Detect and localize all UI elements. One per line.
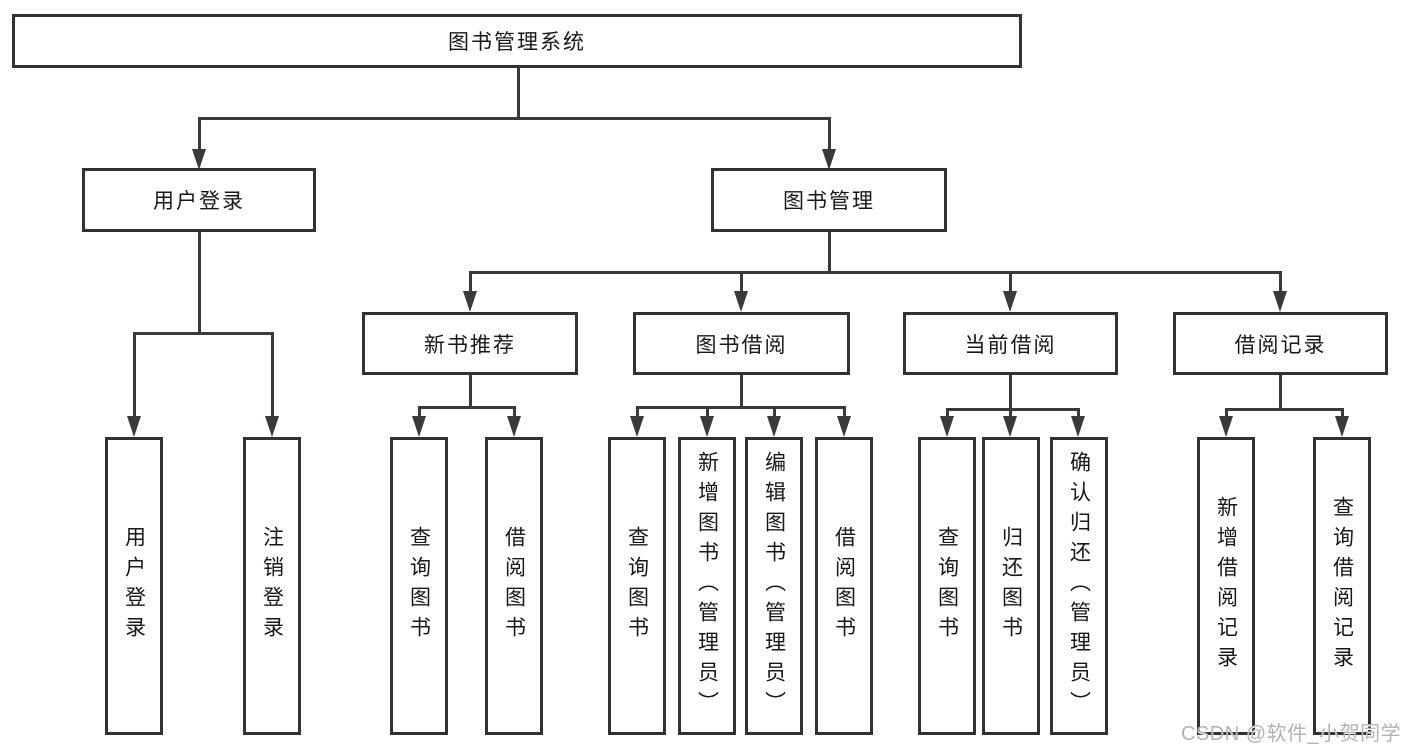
arrowhead-down-icon [1003, 291, 1017, 312]
connector-line [418, 406, 515, 409]
arrowhead-down-icon [837, 416, 851, 437]
leaf-query-book-label: 查询图书 [625, 526, 649, 646]
node-borrow-records-label: 借阅记录 [1234, 333, 1327, 357]
connector-line [1225, 408, 1344, 411]
connector-line [1009, 408, 1012, 420]
connector-line [636, 406, 845, 409]
leaf-add-book-admin: 新增图书（管理员） [678, 437, 736, 735]
leaf-borrow-book-label: 借阅图书 [832, 526, 856, 646]
leaf-logout-label: 注销登录 [260, 526, 284, 646]
connector-line [1279, 373, 1282, 410]
node-new-book-recommend-label: 新书推荐 [424, 333, 516, 357]
leaf-add-borrow-record-label: 新增借阅记录 [1214, 496, 1238, 676]
leaf-edit-book-admin-label: 编辑图书（管理员） [762, 451, 786, 721]
node-book-management: 图书管理 [711, 168, 947, 232]
connector-line [469, 271, 1281, 274]
leaf-return-book-label: 归还图书 [999, 526, 1023, 646]
leaf-user-login: 用户登录 [105, 437, 163, 735]
leaf-add-borrow-record: 新增借阅记录 [1197, 437, 1255, 735]
leaf-confirm-return-admin-label: 确认归还（管理员） [1067, 451, 1091, 721]
leaf-edit-book-admin: 编辑图书（管理员） [745, 437, 803, 735]
connector-line [271, 332, 274, 418]
connector-line [740, 373, 743, 408]
node-current-borrowing: 当前借阅 [903, 312, 1118, 375]
arrowhead-down-icon [734, 291, 748, 312]
node-user-login-label: 用户登录 [153, 190, 245, 213]
node-book-borrowing-label: 图书借阅 [695, 333, 788, 357]
arrowhead-down-icon [463, 291, 477, 312]
connector-line [828, 230, 831, 273]
arrowhead-down-icon [767, 416, 781, 437]
connector-line [469, 373, 472, 408]
node-user-login: 用户登录 [82, 168, 316, 232]
arrowhead-down-icon [507, 416, 521, 437]
leaf-borrow-book: 借阅图书 [815, 437, 873, 735]
connector-line [706, 406, 709, 420]
connector-line [740, 271, 743, 293]
arrowhead-down-icon [1003, 416, 1017, 437]
leaf-confirm-return-admin: 确认归还（管理员） [1050, 437, 1108, 735]
arrowhead-down-icon [630, 416, 644, 437]
connector-line [133, 332, 136, 418]
leaf-query-book-recommend: 查询图书 [390, 437, 448, 735]
node-root: 图书管理系统 [12, 14, 1022, 68]
connector-line [1009, 373, 1012, 410]
leaf-query-borrow-record: 查询借阅记录 [1313, 437, 1371, 735]
arrowhead-down-icon [265, 416, 279, 437]
connector-line [1279, 271, 1282, 293]
connector-line [1341, 408, 1344, 420]
arrowhead-down-icon [192, 149, 206, 170]
leaf-borrow-book-recommend: 借阅图书 [485, 437, 543, 735]
node-current-borrowing-label: 当前借阅 [964, 333, 1057, 357]
leaf-user-login-label: 用户登录 [122, 526, 146, 646]
connector-line [636, 406, 639, 420]
node-root-label: 图书管理系统 [448, 31, 586, 54]
connector-line [946, 408, 1079, 411]
connector-line [198, 117, 831, 120]
csdn-watermark: CSDN @软件_小贺同学 [1181, 723, 1402, 745]
arrowhead-down-icon [700, 416, 714, 437]
node-new-book-recommend: 新书推荐 [362, 312, 578, 375]
leaf-query-book-current: 查询图书 [918, 437, 976, 735]
node-borrow-records: 借阅记录 [1173, 312, 1388, 375]
leaf-logout: 注销登录 [243, 437, 301, 735]
leaf-query-book-current-label: 查询图书 [935, 526, 959, 646]
arrowhead-down-icon [1219, 416, 1233, 437]
arrowhead-down-icon [822, 149, 836, 170]
leaf-add-book-admin-label: 新增图书（管理员） [695, 451, 719, 721]
arrowhead-down-icon [412, 416, 426, 437]
leaf-query-borrow-record-label: 查询借阅记录 [1330, 496, 1354, 676]
leaf-query-book-recommend-label: 查询图书 [407, 526, 431, 646]
node-book-borrowing: 图书借阅 [633, 312, 850, 375]
connector-line [517, 66, 520, 118]
arrowhead-down-icon [1071, 416, 1085, 437]
connector-line [946, 408, 949, 420]
connector-line [198, 117, 201, 151]
leaf-borrow-book-recommend-label: 借阅图书 [502, 526, 526, 646]
connector-line [418, 406, 421, 420]
arrowhead-down-icon [127, 416, 141, 437]
connector-line [1225, 408, 1228, 420]
arrowhead-down-icon [1273, 291, 1287, 312]
connector-line [1077, 408, 1080, 420]
connector-line [1009, 271, 1012, 293]
arrowhead-down-icon [940, 416, 954, 437]
connector-line [133, 332, 273, 335]
connector-line [198, 230, 201, 334]
leaf-return-book: 归还图书 [982, 437, 1040, 735]
leaf-query-book: 查询图书 [608, 437, 666, 735]
connector-line [828, 117, 831, 151]
connector-line [469, 271, 472, 293]
node-book-management-label: 图书管理 [783, 190, 875, 213]
connector-line [773, 406, 776, 420]
connector-line [513, 406, 516, 420]
arrowhead-down-icon [1335, 416, 1349, 437]
connector-line [843, 406, 846, 420]
